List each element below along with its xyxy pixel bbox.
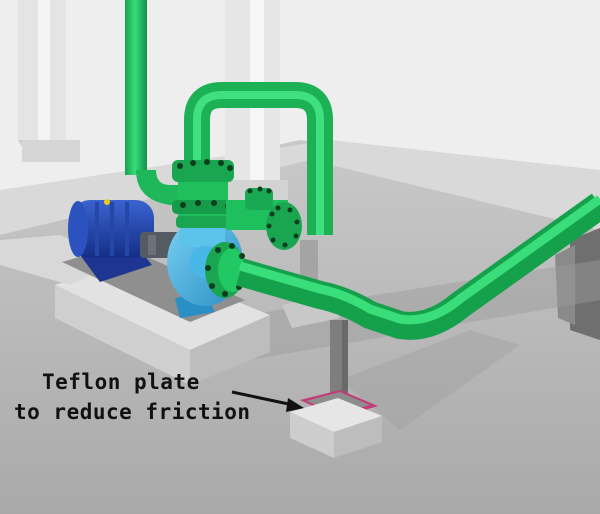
pipe-loop: [184, 82, 333, 235]
pier-right: [555, 228, 600, 340]
column-left: [18, 0, 80, 162]
support-pedestal: [290, 398, 382, 458]
motor: [68, 199, 154, 282]
annotation-line-2: to reduce friction: [14, 400, 251, 424]
arrow-icon: [231, 390, 304, 412]
floor-slab-edge: [0, 140, 600, 235]
support-shadow: [340, 330, 520, 430]
pipe-support: [330, 320, 348, 398]
annotation-line-1: Teflon plate: [42, 370, 200, 394]
discharge-valve-stack: [172, 159, 234, 228]
shaft: [148, 235, 156, 255]
pipe-suction-main: [236, 193, 600, 340]
check-valve: [226, 186, 302, 250]
